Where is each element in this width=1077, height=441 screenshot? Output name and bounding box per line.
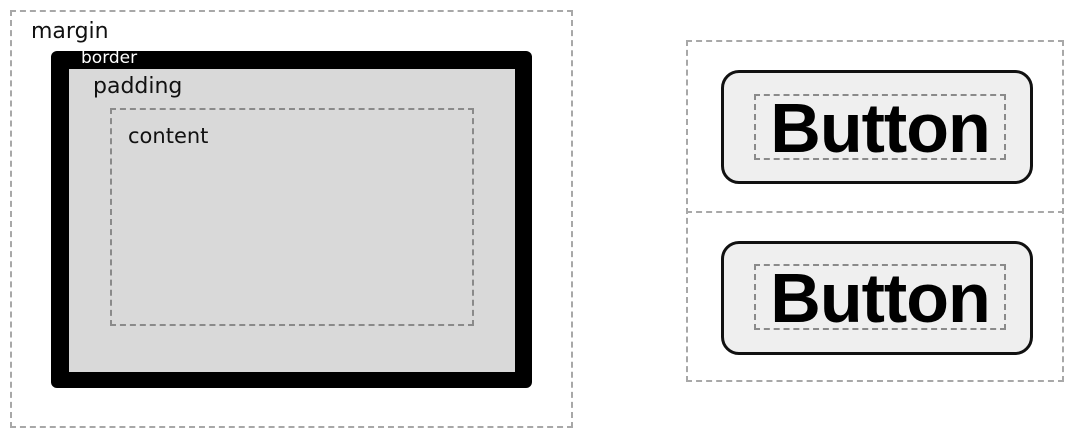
button-2-content-outline <box>754 264 1006 330</box>
margin-area <box>10 10 573 428</box>
margin-label: margin <box>31 19 109 44</box>
button-1-label: Button <box>770 89 990 167</box>
example-button-2[interactable] <box>721 241 1033 355</box>
button-1-content-outline <box>754 94 1006 160</box>
content-label: content <box>128 124 209 148</box>
border-label: border <box>81 48 138 68</box>
panel-divider <box>686 211 1064 213</box>
content-area <box>110 108 474 326</box>
padding-label: padding <box>93 74 183 99</box>
button-2-label: Button <box>770 259 990 337</box>
padding-area <box>69 69 515 372</box>
example-button-1[interactable] <box>721 70 1033 184</box>
